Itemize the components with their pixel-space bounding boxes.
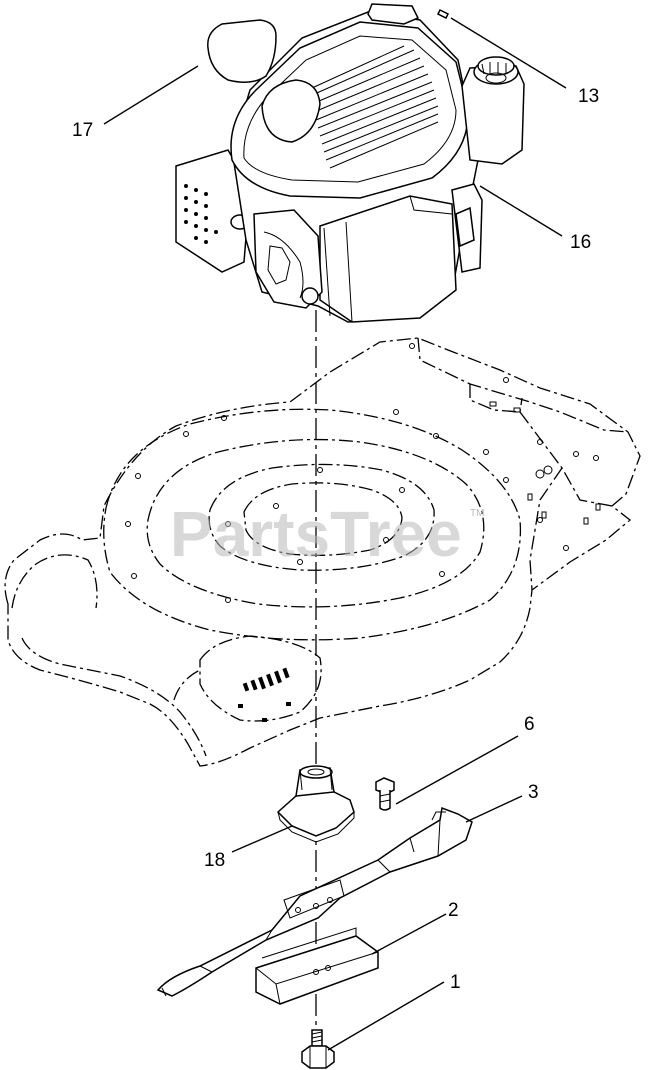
engine	[175, 3, 525, 323]
vent-slots	[238, 667, 291, 722]
leader-lines	[103, 17, 567, 1051]
callout-13: 13	[578, 86, 599, 107]
bolt-6	[375, 777, 395, 811]
decal-17	[207, 19, 277, 83]
svg-text:PartsTree: PartsTree	[170, 498, 462, 570]
blade-3	[156, 806, 473, 997]
screw-13	[436, 8, 450, 20]
callout-6: 6	[524, 714, 535, 735]
blade-adapter-18	[276, 765, 355, 843]
callout-2: 2	[448, 900, 459, 921]
svg-text:TM: TM	[470, 508, 484, 519]
callout-16: 16	[570, 232, 591, 253]
callout-1: 1	[450, 972, 461, 993]
grille-holes	[184, 184, 218, 244]
stiffener-2	[255, 927, 379, 1005]
mower-deck	[4, 337, 641, 767]
intake-slots	[309, 45, 439, 169]
callout-3: 3	[528, 782, 539, 803]
blade-bolt-1	[301, 1029, 335, 1069]
deck-holes	[125, 343, 601, 603]
callout-18: 18	[204, 850, 225, 871]
callouts: 13 17 16 6 3 18 2 1	[72, 86, 599, 993]
parts-tree-watermark: PartsTree TM	[170, 498, 484, 570]
callout-17: 17	[72, 120, 93, 141]
